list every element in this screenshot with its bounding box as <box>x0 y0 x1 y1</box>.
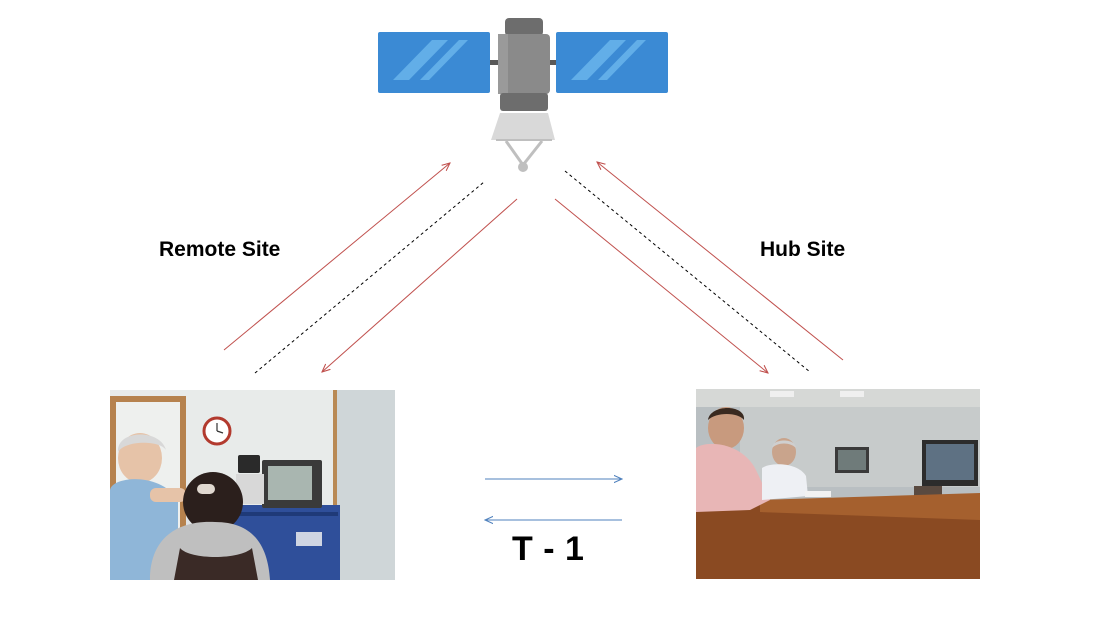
left-solar-panel <box>378 32 490 93</box>
hub-site-photo <box>696 389 980 579</box>
remote-site-label: Remote Site <box>159 238 281 261</box>
remote-uplink-arrow <box>223 163 450 351</box>
satellite-icon <box>378 18 668 172</box>
hub-uplink-arrow <box>597 162 844 361</box>
remote-downlink-arrow <box>322 198 518 372</box>
satellite-body <box>498 18 550 111</box>
hub-site-label: Hub Site <box>760 238 846 261</box>
right-solar-panel <box>556 32 668 93</box>
hub-downlink-arrow <box>554 198 768 373</box>
remote-site-photo <box>110 390 395 580</box>
remote-signal-dashed-line <box>254 181 485 374</box>
hub-signal-dashed-line <box>564 170 811 373</box>
satellite-dish <box>491 113 555 172</box>
t1-link-label: T - 1 <box>512 530 585 568</box>
